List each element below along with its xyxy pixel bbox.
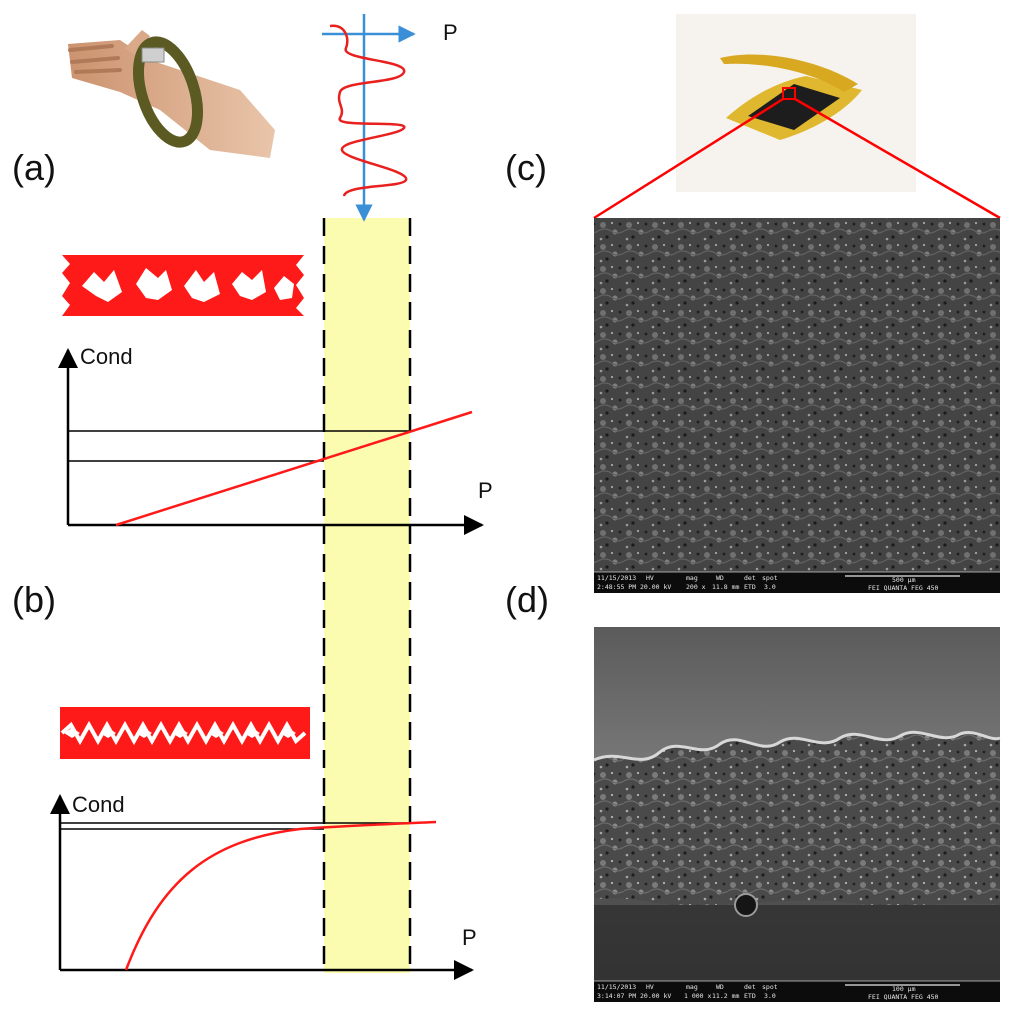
sem-image-top-view: 11/15/2013 2:48:55 PM HV 20.00 kV mag 20… xyxy=(594,218,1000,593)
sem-d-info-bar xyxy=(594,981,1000,1002)
zoom-line-left xyxy=(593,97,784,220)
sem-d-spot: 3.0 xyxy=(764,992,776,1000)
sem-c-spot-header: spot xyxy=(762,574,778,582)
graph-a-ylabel: Cond xyxy=(80,344,133,369)
panel-label-d: (d) xyxy=(505,579,549,620)
signal-p-label: P xyxy=(443,20,458,45)
sem-d-hv-header: HV xyxy=(646,983,654,991)
sem-d-mag: 1 000 x xyxy=(684,992,711,1000)
sem-d-mag-header: mag xyxy=(686,983,698,991)
panel-label-a: (a) xyxy=(12,147,56,188)
graph-a: Cond P xyxy=(58,344,493,535)
pressure-range-band xyxy=(324,218,410,973)
graph-b-response-curve xyxy=(124,820,437,971)
sem-image-cross-section: 11/15/2013 3:14:07 PM HV 20.00 kV mag 1 … xyxy=(593,627,1001,1002)
graph-b: Cond P xyxy=(50,792,477,980)
sem-c-instrument: FEI QUANTA FEG 450 xyxy=(868,584,939,592)
sem-c-time: 2:48:55 PM xyxy=(597,583,636,591)
panel-label-c: (c) xyxy=(505,147,547,188)
graph-a-response-line xyxy=(115,410,473,527)
sem-d-time: 3:14:07 PM xyxy=(597,992,636,1000)
sem-d-wd-header: WD xyxy=(716,983,724,991)
sem-c-det-header: det xyxy=(744,574,756,582)
sem-c-mag-header: mag xyxy=(686,574,698,582)
sem-c-date: 11/15/2013 xyxy=(597,574,636,582)
sem-c-scale: 500 μm xyxy=(892,576,916,584)
sem-d-hv: 20.00 kV xyxy=(640,992,671,1000)
sem-c-hv: 20.00 kV xyxy=(640,583,671,591)
sem-d-instrument: FEI QUANTA FEG 450 xyxy=(868,993,939,1001)
zoom-line-right xyxy=(794,97,1001,220)
sem-d-det: ETD xyxy=(744,992,756,1000)
signal-waveform xyxy=(329,24,408,197)
sem-c-mag: 200 x xyxy=(686,583,706,591)
graph-a-xlabel: P xyxy=(478,478,493,503)
sem-d-date: 11/15/2013 xyxy=(597,983,636,991)
sem-c-wd: 11.8 mm xyxy=(712,583,739,591)
wrist-sensor-illustration xyxy=(68,30,275,158)
graph-b-xlabel: P xyxy=(462,925,477,950)
sem-c-hv-header: HV xyxy=(646,574,654,582)
sem-c-info-bar xyxy=(594,572,1000,593)
sem-c-det: ETD xyxy=(744,583,756,591)
porous-structure-schematic xyxy=(62,255,304,316)
zoom-region-marker xyxy=(782,87,796,100)
interlocked-structure-schematic xyxy=(60,707,310,759)
sem-c-wd-header: WD xyxy=(716,574,724,582)
sem-c-spot: 3.0 xyxy=(764,583,776,591)
sem-d-wd: 11.2 mm xyxy=(712,992,739,1000)
pressure-signal: P xyxy=(322,14,458,222)
graph-b-ylabel: Cond xyxy=(72,792,125,817)
panel-label-b: (b) xyxy=(12,579,56,620)
sem-d-det-header: det xyxy=(744,983,756,991)
sensor-photo xyxy=(676,14,916,192)
sem-d-spot-header: spot xyxy=(762,983,778,991)
sem-d-scale: 100 μm xyxy=(892,985,916,993)
